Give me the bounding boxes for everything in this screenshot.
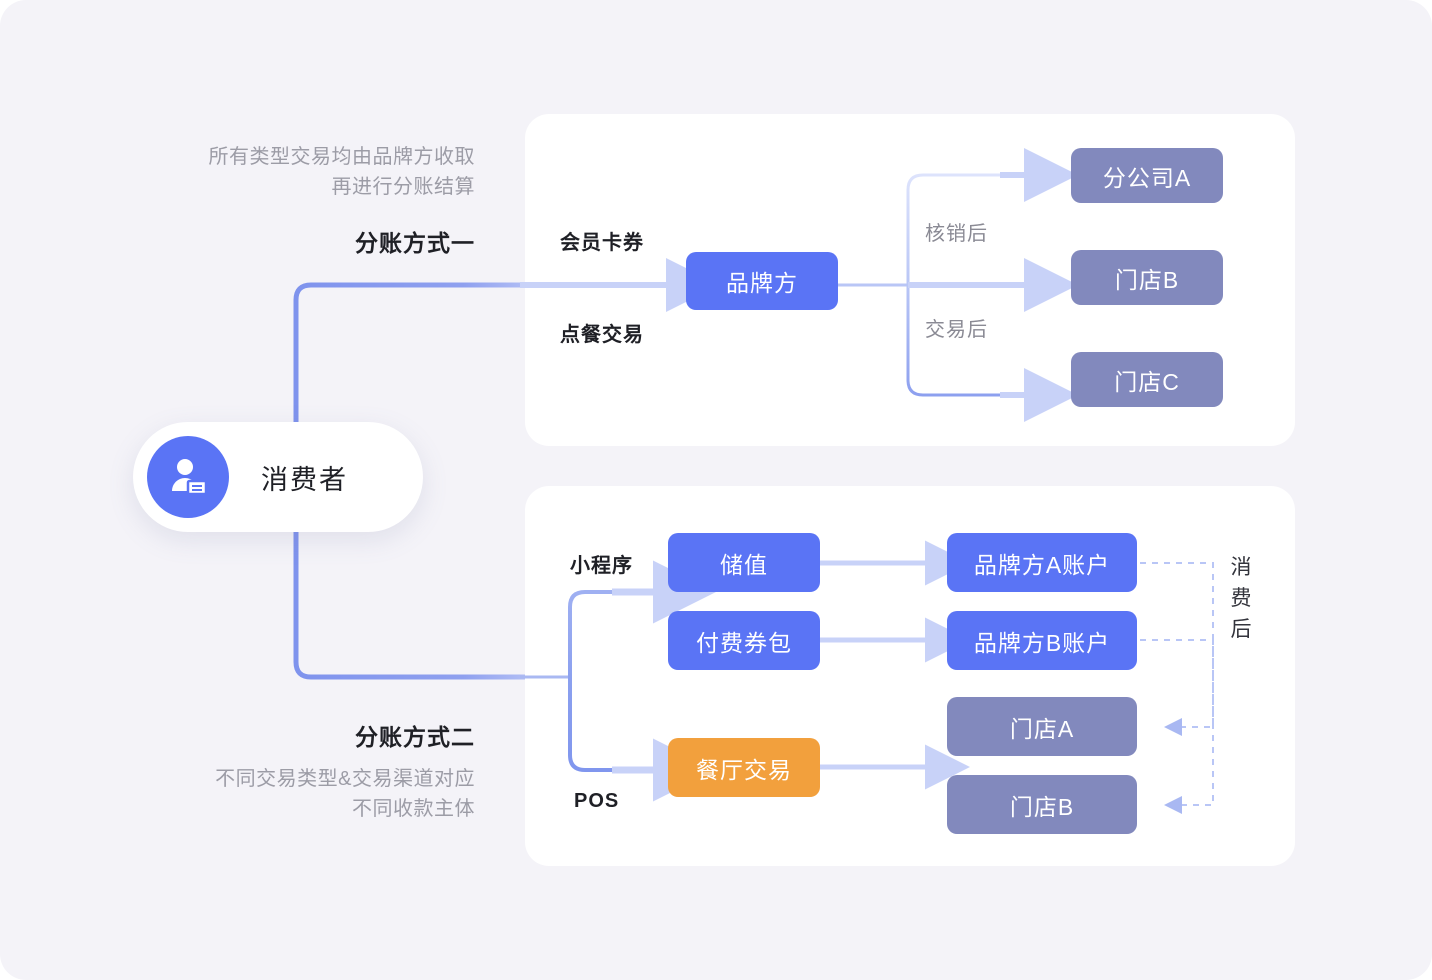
- label-pos: POS: [574, 790, 620, 812]
- label-member-card: 会员卡券: [560, 232, 644, 254]
- node-stored-value[interactable]: 储值: [668, 533, 820, 592]
- card-method-two: [525, 486, 1295, 866]
- label-after-transaction: 交易后: [925, 319, 988, 341]
- label-after-redemption: 核销后: [925, 223, 988, 245]
- node-brand-account-b[interactable]: 品牌方B账户: [947, 611, 1137, 670]
- node-store-a[interactable]: 门店A: [947, 697, 1137, 756]
- node-paid-coupon-pack[interactable]: 付费券包: [668, 611, 820, 670]
- label-mini-program: 小程序: [570, 555, 633, 577]
- node-branch-company-a[interactable]: 分公司A: [1071, 148, 1223, 203]
- node-brand-hub[interactable]: 品牌方: [686, 252, 838, 310]
- node-brand-account-a[interactable]: 品牌方A账户: [947, 533, 1137, 592]
- label-after-consumption: 消费后: [1230, 556, 1252, 641]
- method-two-title: 分账方式二: [355, 724, 475, 750]
- user-card-icon: [147, 436, 229, 518]
- node-store-b-top[interactable]: 门店B: [1071, 250, 1223, 305]
- node-restaurant-transaction[interactable]: 餐厅交易: [668, 738, 820, 797]
- label-order-transaction: 点餐交易: [560, 324, 644, 346]
- node-store-c[interactable]: 门店C: [1071, 352, 1223, 407]
- consumer-node[interactable]: 消费者: [133, 422, 423, 532]
- method-one-title: 分账方式一: [355, 230, 475, 256]
- method-one-subtitle: 所有类型交易均由品牌方收取 再进行分账结算: [208, 146, 475, 198]
- consumer-label: 消费者: [261, 464, 348, 495]
- method-two-subtitle: 不同交易类型&交易渠道对应 不同收款主体: [215, 768, 475, 820]
- node-store-b-bottom[interactable]: 门店B: [947, 775, 1137, 834]
